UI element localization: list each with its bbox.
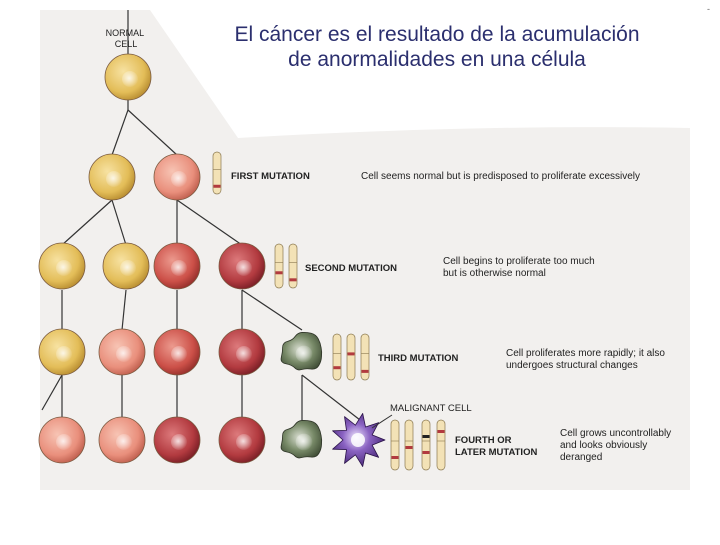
third-mutation-label: THIRD MUTATION: [378, 353, 459, 364]
malignant-cell-label: MALIGNANT CELL: [390, 403, 472, 414]
chromosome: [275, 244, 283, 288]
corner-mark: -: [707, 4, 710, 14]
cell: [105, 54, 151, 100]
second-mutation-label: SECOND MUTATION: [305, 263, 397, 274]
cell: [154, 154, 200, 200]
first-mutation-label: FIRST MUTATION: [231, 171, 310, 182]
cell: [99, 329, 145, 375]
chromosome: [405, 420, 413, 470]
cell: [154, 417, 200, 463]
chromosome: [213, 152, 221, 194]
cell: [154, 243, 200, 289]
cell: [99, 417, 145, 463]
slide-title: El cáncer es el resultado de la acumulac…: [232, 22, 642, 72]
cell: [219, 417, 265, 463]
cell: [103, 243, 149, 289]
cell: [89, 154, 135, 200]
chromosome: [347, 334, 355, 380]
first-mutation-description: Cell seems normal but is predisposed to …: [361, 171, 640, 182]
cell: [39, 329, 85, 375]
cell: [154, 329, 200, 375]
chromosome: [422, 420, 430, 470]
cell: [219, 329, 265, 375]
cell: [39, 417, 85, 463]
chromosome: [437, 420, 445, 470]
cell: [219, 243, 265, 289]
cell: [39, 243, 85, 289]
chromosome: [391, 420, 399, 470]
chromosome: [361, 334, 369, 380]
chromosome: [289, 244, 297, 288]
chromosome: [333, 334, 341, 380]
